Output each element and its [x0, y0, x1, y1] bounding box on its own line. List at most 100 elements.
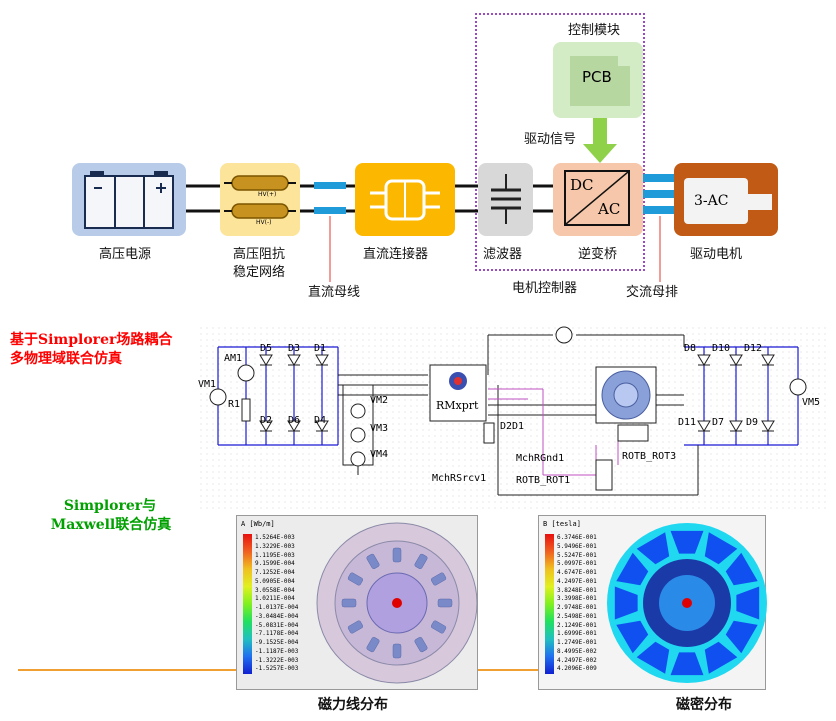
density-legend-value: 2.1249E-001 — [557, 621, 597, 629]
dc-bus-label: 直流母线 — [308, 285, 361, 300]
flux-legend-value: 3.0558E-004 — [255, 586, 295, 594]
label-mchrsrcv: MchRSrcv1 — [432, 473, 487, 484]
controller-boundary — [475, 13, 645, 271]
label-d8: D8 — [684, 343, 697, 354]
sim-title-2: 多物理域联合仿真 — [10, 351, 122, 367]
label-d7: D7 — [712, 417, 725, 428]
density-legend-value: 5.0997E-001 — [557, 560, 597, 568]
label-d4: D4 — [314, 415, 327, 426]
orange-line-left — [18, 669, 243, 671]
inverter-label: 逆变桥 — [578, 247, 618, 262]
label-d2d1: D2D1 — [500, 421, 525, 432]
dc-connector-label: 直流连接器 — [363, 247, 429, 262]
battery-label: 高压电源 — [99, 247, 152, 262]
label-rotb-rot3: ROTB_ROT3 — [622, 451, 677, 462]
drive-signal-arrow — [583, 118, 617, 163]
circuit-panel: AM1 VM1 R1 D5 D3 D1 D2 D6 D4 VM2 VM3 VM4… — [198, 325, 828, 511]
density-legend-value: 6.3746E-001 — [557, 534, 597, 541]
flux-legend-value: -1.0137E-004 — [255, 604, 299, 611]
flux-legend-value: -1.1187E-003 — [255, 647, 299, 655]
label-d6: D6 — [288, 415, 301, 426]
flux-motor-cross-section — [316, 522, 478, 684]
density-motor-cross-section — [607, 523, 767, 683]
label-d11: D11 — [678, 417, 697, 428]
hv-plus-label: HV(+) — [258, 191, 277, 198]
label-d12: D12 — [744, 343, 763, 354]
dc-label: DC — [570, 176, 594, 194]
controller-label: 电机控制器 — [512, 281, 578, 296]
density-legend-value: 4.6747E-001 — [557, 569, 597, 576]
control-module-label: 控制模块 — [568, 23, 621, 38]
label-d1: D1 — [314, 343, 327, 354]
label-vm2: VM2 — [370, 395, 389, 406]
density-legend-value: 4.2497E-002 — [557, 656, 597, 664]
flux-legend-value: -5.0831E-004 — [255, 621, 299, 629]
flux-legend-value: 7.1252E-004 — [255, 569, 295, 576]
circuit-schematic — [209, 326, 807, 496]
flux-legend-value: -3.0484E-004 — [255, 612, 299, 620]
cosim-title-1: Simplorer与 — [63, 498, 157, 514]
filter-label: 滤波器 — [483, 247, 523, 262]
orange-line-right — [478, 669, 538, 671]
stabilizer-label-2: 稳定网络 — [233, 265, 286, 280]
capacitor-icon — [491, 174, 521, 224]
flux-caption: 磁力线分布 — [318, 697, 388, 713]
battery-icon — [84, 171, 174, 229]
density-legend-value: 8.4995E-002 — [557, 647, 597, 655]
density-legend-value: 5.5247E-001 — [557, 551, 597, 559]
flux-legend-value: 1.3229E-003 — [255, 542, 295, 550]
label-rotb-rot1: ROTB_ROT1 — [516, 475, 571, 486]
dc-connector-icon — [370, 179, 440, 221]
stabilizer-label-1: 高压阻抗 — [233, 247, 286, 262]
sim-title-1: 基于Simplorer场路耦合 — [10, 332, 173, 348]
flux-legend-value: 1.5264E-003 — [255, 534, 295, 541]
motor-shaft — [748, 194, 772, 210]
ac-bus-label: 交流母排 — [626, 285, 679, 300]
density-caption: 磁密分布 — [676, 697, 732, 713]
density-legend-value: 3.3998E-001 — [557, 595, 597, 603]
stabilizer-icon — [224, 175, 296, 219]
label-d10: D10 — [712, 343, 731, 354]
label-d5: D5 — [260, 343, 273, 354]
label-d9: D9 — [746, 417, 759, 428]
wires — [185, 174, 676, 282]
drive-signal-label: 驱动信号 — [524, 132, 577, 147]
flux-legend-value: 5.0905E-004 — [255, 577, 295, 585]
density-legend-value: 1.6999E-001 — [557, 630, 597, 638]
inverter-icon — [564, 170, 630, 226]
flux-legend-value: 9.1599E-004 — [255, 560, 295, 568]
density-legend-value: 1.2749E-001 — [557, 639, 597, 646]
label-am1: AM1 — [224, 353, 243, 364]
cosim-title-2: Maxwell联合仿真 — [50, 517, 172, 533]
label-r1: R1 — [228, 399, 241, 410]
label-mchrgnd: MchRGnd1 — [516, 453, 565, 464]
flux-legend-value: 1.0211E-004 — [255, 595, 295, 603]
label-d3: D3 — [288, 343, 301, 354]
flux-legend-value: -1.3222E-003 — [255, 656, 299, 664]
flux-legend-value: -1.5257E-003 — [255, 665, 299, 673]
density-legend-value: 2.5498E-001 — [557, 612, 597, 620]
motor-icon — [684, 178, 748, 224]
density-legend-value: 4.2497E-001 — [557, 577, 597, 585]
motor-block-label: 3-AC — [694, 193, 729, 209]
ac-label: AC — [598, 200, 621, 218]
flux-legend-value: -7.1178E-004 — [255, 630, 299, 638]
flux-legend-title: A [Wb/m] — [241, 520, 275, 528]
motor-label: 驱动电机 — [690, 247, 743, 262]
flux-legend-value: -9.1525E-004 — [255, 639, 299, 646]
label-d2: D2 — [260, 415, 273, 426]
label-rmxprt: RMxprt — [436, 399, 479, 412]
flux-legend-value: 1.1195E-003 — [255, 551, 295, 559]
density-legend-value: 4.2096E-009 — [557, 665, 597, 673]
density-legend-title: B [tesla] — [543, 520, 581, 528]
label-vm4: VM4 — [370, 449, 389, 460]
block-diagram: 控制模块 PCB 驱动信号 高压 — [0, 0, 836, 300]
density-legend-value: 3.8248E-001 — [557, 586, 597, 594]
density-legend-value: 5.9496E-001 — [557, 542, 597, 550]
hv-minus-label: HV(-) — [256, 219, 272, 226]
label-vm1: VM1 — [198, 379, 217, 390]
label-vm5: VM5 — [802, 397, 821, 408]
